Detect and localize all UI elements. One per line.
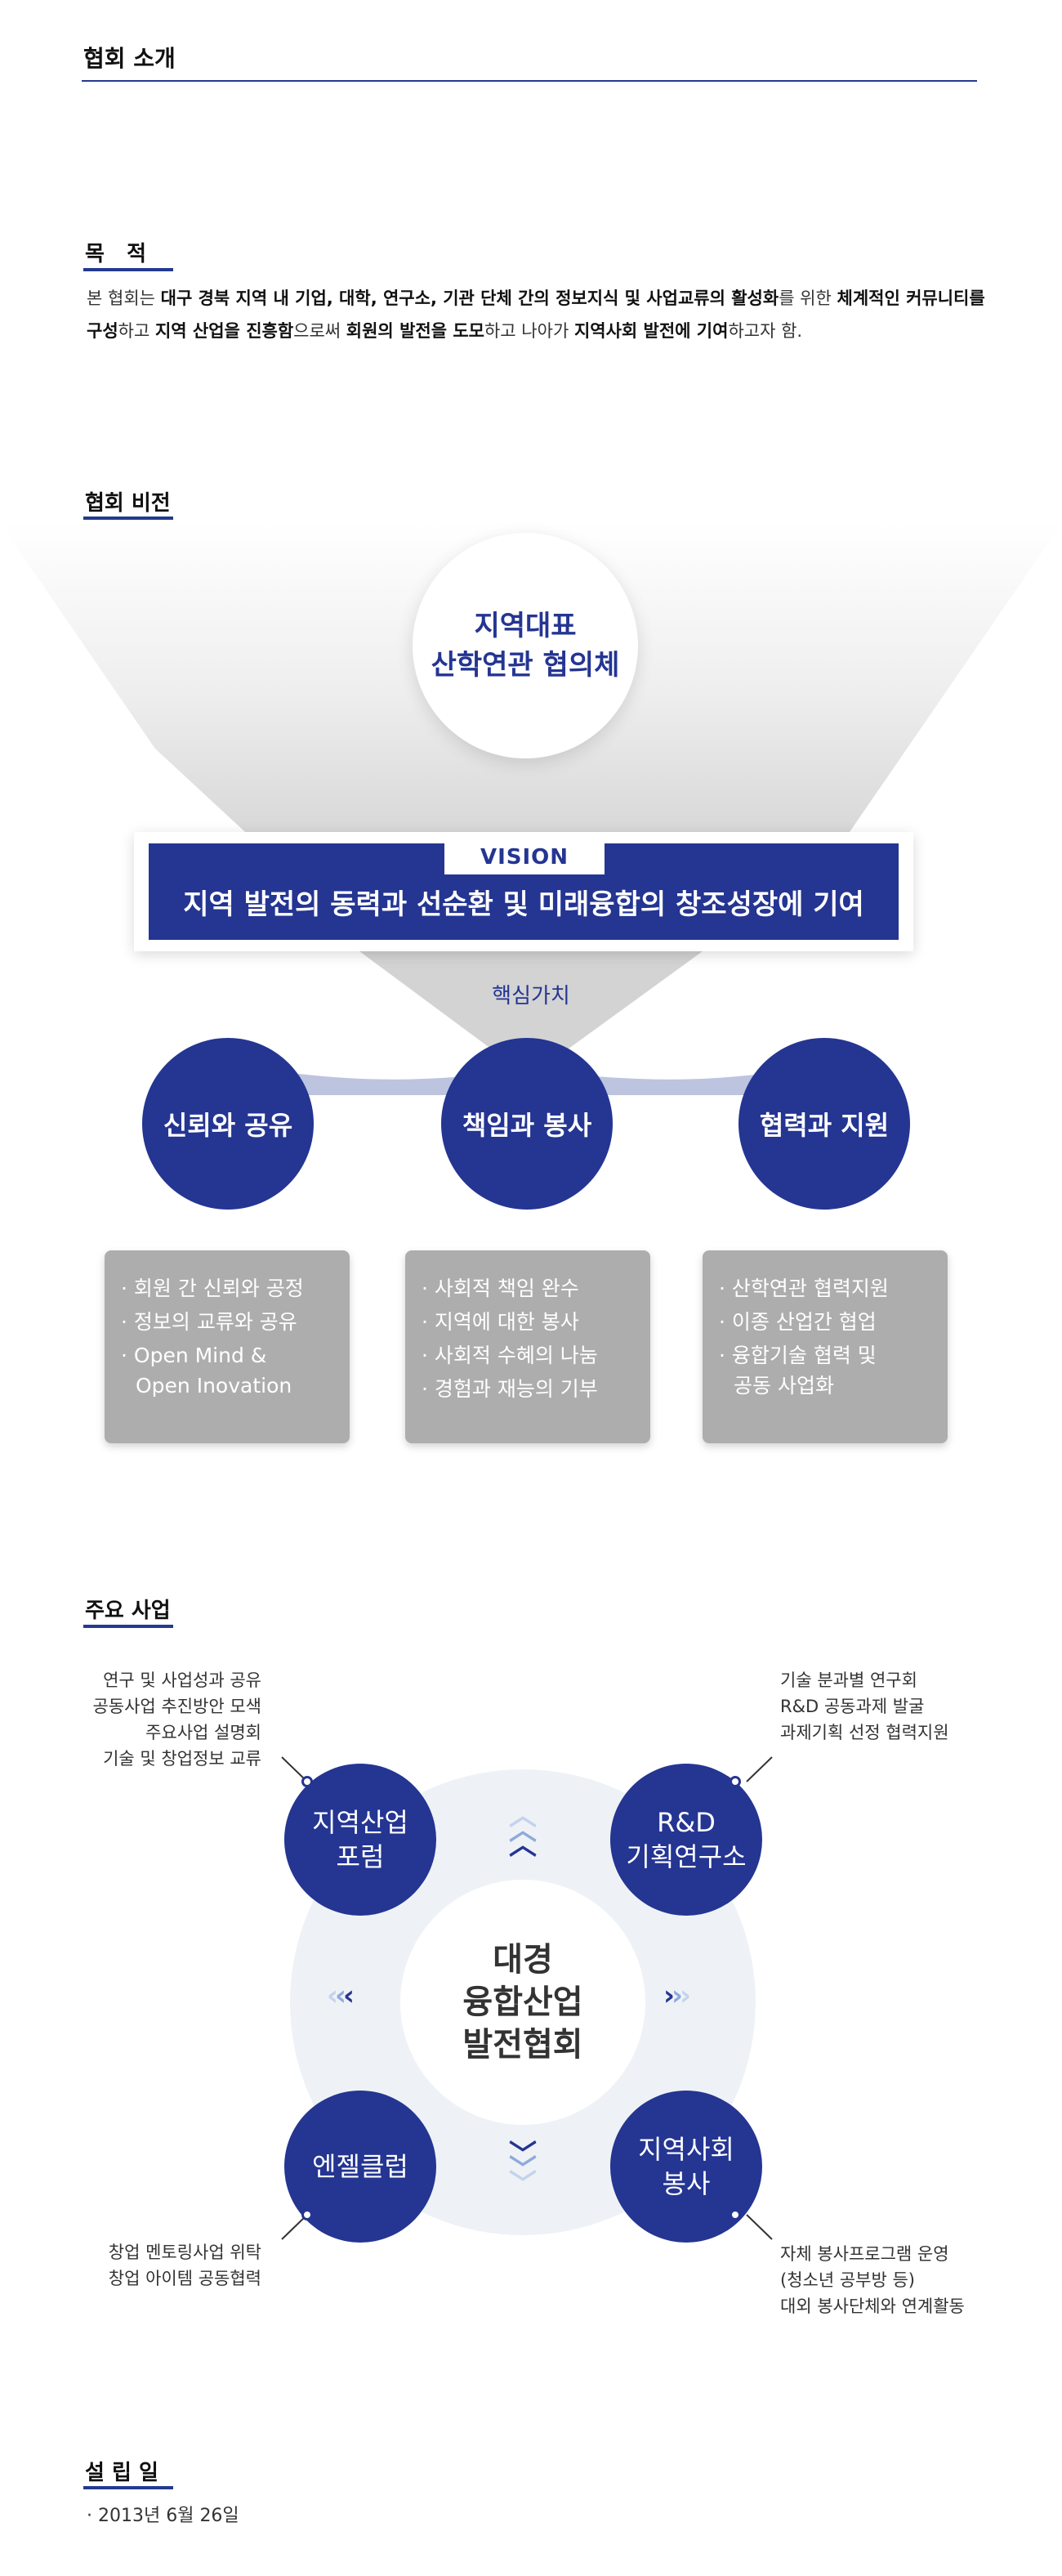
connector-dot xyxy=(730,2209,741,2220)
title-divider xyxy=(82,80,977,82)
list-item: R&D 공동과제 발굴 xyxy=(780,1697,925,1716)
connector-dot xyxy=(730,1776,741,1787)
founding-date: · 2013년 6월 26일 xyxy=(87,2506,239,2526)
value-box-responsibility: · 사회적 책임 완수 · 지역에 대한 봉사 · 사회적 수혜의 나눔 · 경… xyxy=(405,1250,650,1443)
purpose-emphasis: 대구 경북 지역 내 기업, 대학, 연구소, 기관 단체 간의 정보지식 및 … xyxy=(160,288,779,308)
list-item: 과제기획 선정 협력지원 xyxy=(780,1723,949,1742)
founding-underline xyxy=(83,2486,173,2489)
list-item: · 이종 산업간 협업 xyxy=(719,1310,877,1334)
forum-desc: 연구 및 사업성과 공유 공동사업 추진방안 모색 주요사업 설명회 기술 및 … xyxy=(33,1667,261,1772)
connector-dot xyxy=(301,2209,313,2220)
forum-line-2: 포럼 xyxy=(336,1841,385,1872)
rnd-line-1: R&D xyxy=(657,1807,716,1838)
list-item: (청소년 공부방 등) xyxy=(780,2270,915,2290)
business-title: 주요 사업 xyxy=(85,1599,171,1623)
list-item: 연구 및 사업성과 공유 xyxy=(103,1670,261,1690)
list-item: 창업 아이템 공동협력 xyxy=(108,2269,261,2288)
list-item: 기술 분과별 연구회 xyxy=(780,1670,917,1690)
list-item: Open Inovation xyxy=(136,1374,292,1398)
list-item: 주요사업 설명회 xyxy=(145,1723,261,1742)
core-values-label: 핵심가치 xyxy=(492,984,570,1008)
vision-title: 협회 비전 xyxy=(85,491,171,516)
connector-dot xyxy=(301,1776,313,1787)
purpose-segment: 를 위한 xyxy=(779,288,837,308)
list-item: · Open Mind & xyxy=(121,1344,267,1367)
angel-line-1: 엔젤클럽 xyxy=(312,2151,408,2182)
connector-lines xyxy=(281,1756,773,2240)
purpose-emphasis: 체계적인 커뮤니티를 구성 xyxy=(87,288,985,341)
rnd-desc: 기술 분과별 연구회 R&D 공동과제 발굴 과제기획 선정 협력지원 xyxy=(780,1667,1025,1746)
list-item: · 경험과 재능의 기부 xyxy=(422,1377,598,1401)
list-item: 공동사업 추진방안 모색 xyxy=(92,1697,261,1716)
center-line-1: 대경 xyxy=(493,1941,553,1979)
list-item: · 지역에 대한 봉사 xyxy=(422,1310,579,1334)
vision-underline xyxy=(83,517,173,520)
list-item: · 사회적 책임 완수 xyxy=(422,1277,579,1300)
list-item: · 산학연관 협력지원 xyxy=(719,1277,889,1300)
value-circle-cooperation: 협력과 지원 xyxy=(738,1038,910,1210)
list-item: 대외 봉사단체와 연계활동 xyxy=(780,2296,965,2316)
purpose-segment: 하고자 함. xyxy=(728,321,803,341)
value-circle-responsibility: 책임과 봉사 xyxy=(441,1038,613,1210)
purpose-title: 목 적 xyxy=(85,242,146,266)
business-community-circle: 지역사회 봉사 xyxy=(610,2091,762,2243)
purpose-underline xyxy=(83,268,173,271)
vision-tab-label: VISION xyxy=(444,840,605,874)
list-item: · 융합기술 협력 및 xyxy=(719,1344,877,1367)
purpose-text: 본 협회는 대구 경북 지역 내 기업, 대학, 연구소, 기관 단체 간의 정… xyxy=(87,282,1002,347)
list-item: 창업 멘토링사업 위탁 xyxy=(108,2243,261,2262)
business-rnd-circle: R&D 기획연구소 xyxy=(610,1764,762,1916)
value-box-trust: · 회원 간 신뢰와 공정 · 정보의 교류와 공유 · Open Mind &… xyxy=(105,1250,350,1443)
purpose-segment: 하고 나아가 xyxy=(484,321,574,341)
vision-statement: 지역 발전의 동력과 선순환 및 미래융합의 창조성장에 기여 xyxy=(183,888,864,921)
value-box-cooperation: · 산학연관 협력지원 · 이종 산업간 협업 · 융합기술 협력 및 공동 사… xyxy=(703,1250,948,1443)
top-circle-line-2: 산학연관 협의체 xyxy=(431,649,620,682)
center-line-2: 융합산업 xyxy=(462,1983,583,2021)
list-item: · 사회적 수혜의 나눔 xyxy=(422,1344,598,1367)
purpose-segment: 으로써 xyxy=(293,321,346,341)
business-forum-circle: 지역산업 포럼 xyxy=(284,1764,436,1916)
purpose-segment: 하고 xyxy=(118,321,155,341)
right-arrows-icon: ››› xyxy=(663,1979,691,2012)
founding-title: 설 립 일 xyxy=(85,2461,158,2485)
center-line-3: 발전협회 xyxy=(462,2026,583,2064)
list-item: · 정보의 교류와 공유 xyxy=(121,1310,297,1334)
vision-top-circle: 지역대표 산학연관 협의체 xyxy=(413,533,638,758)
business-center: 대경 융합산업 발전협회 xyxy=(400,1880,645,2125)
business-underline xyxy=(83,1625,173,1628)
purpose-emphasis: 지역사회 발전에 기여 xyxy=(573,321,729,341)
list-item: 공동 사업화 xyxy=(734,1374,834,1398)
list-item: 자체 봉사프로그램 운영 xyxy=(780,2244,949,2264)
list-item: · 회원 간 신뢰와 공정 xyxy=(121,1277,304,1300)
rnd-line-2: 기획연구소 xyxy=(626,1841,747,1872)
value-circle-trust: 신뢰와 공유 xyxy=(142,1038,314,1210)
angel-desc: 창업 멘토링사업 위탁 창업 아이템 공동협력 xyxy=(33,2239,261,2292)
purpose-emphasis: 회원의 발전을 도모 xyxy=(346,321,484,341)
community-line-2: 봉사 xyxy=(662,2168,711,2199)
purpose-emphasis: 지역 산업을 진흥함 xyxy=(154,321,294,341)
community-line-1: 지역사회 xyxy=(638,2134,734,2165)
list-item: 기술 및 창업정보 교류 xyxy=(103,1749,261,1769)
up-arrows-icon: ︿ ︿ ︿ xyxy=(509,1800,537,1862)
forum-line-1: 지역산업 xyxy=(312,1807,408,1838)
community-desc: 자체 봉사프로그램 운영 (청소년 공부방 등) 대외 봉사단체와 연계활동 xyxy=(780,2241,1025,2319)
page-title: 협회 소개 xyxy=(83,45,176,72)
purpose-segment: 본 협회는 xyxy=(87,288,161,308)
top-circle-line-1: 지역대표 xyxy=(474,610,577,642)
